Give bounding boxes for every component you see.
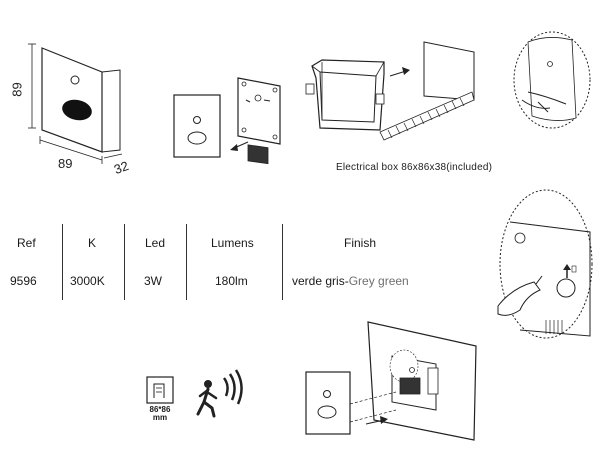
electrical-box-icon [146,376,174,404]
box-size-label: 86*86 mm [138,406,182,422]
electrical-box-caption: Electrical box 86x86x38(included) [336,162,493,173]
value-k: 3000K [70,274,105,288]
value-finish: verde gris-Grey green [292,274,409,288]
finish-secondary: Grey green [348,274,409,288]
header-lumens: Lumens [211,236,254,250]
header-k: K [88,236,97,250]
header-ref: Ref [17,236,36,250]
header-led: Led [145,236,166,250]
value-ref: 9596 [10,274,37,288]
box-size-label-bottom: mm [152,413,168,422]
motion-sensor-icon [196,369,243,418]
divider-3 [186,224,187,300]
box-size-label-top: 86*86 [149,405,171,414]
divider-2 [124,224,125,300]
finish-primary: verde gris- [292,274,349,288]
value-led: 3W [144,274,162,288]
divider-4 [282,224,283,300]
value-lumens: 180lm [215,274,248,288]
header-finish: Finish [344,236,377,250]
width-dimension-label: 89 [58,156,73,171]
divider-1 [62,224,63,300]
